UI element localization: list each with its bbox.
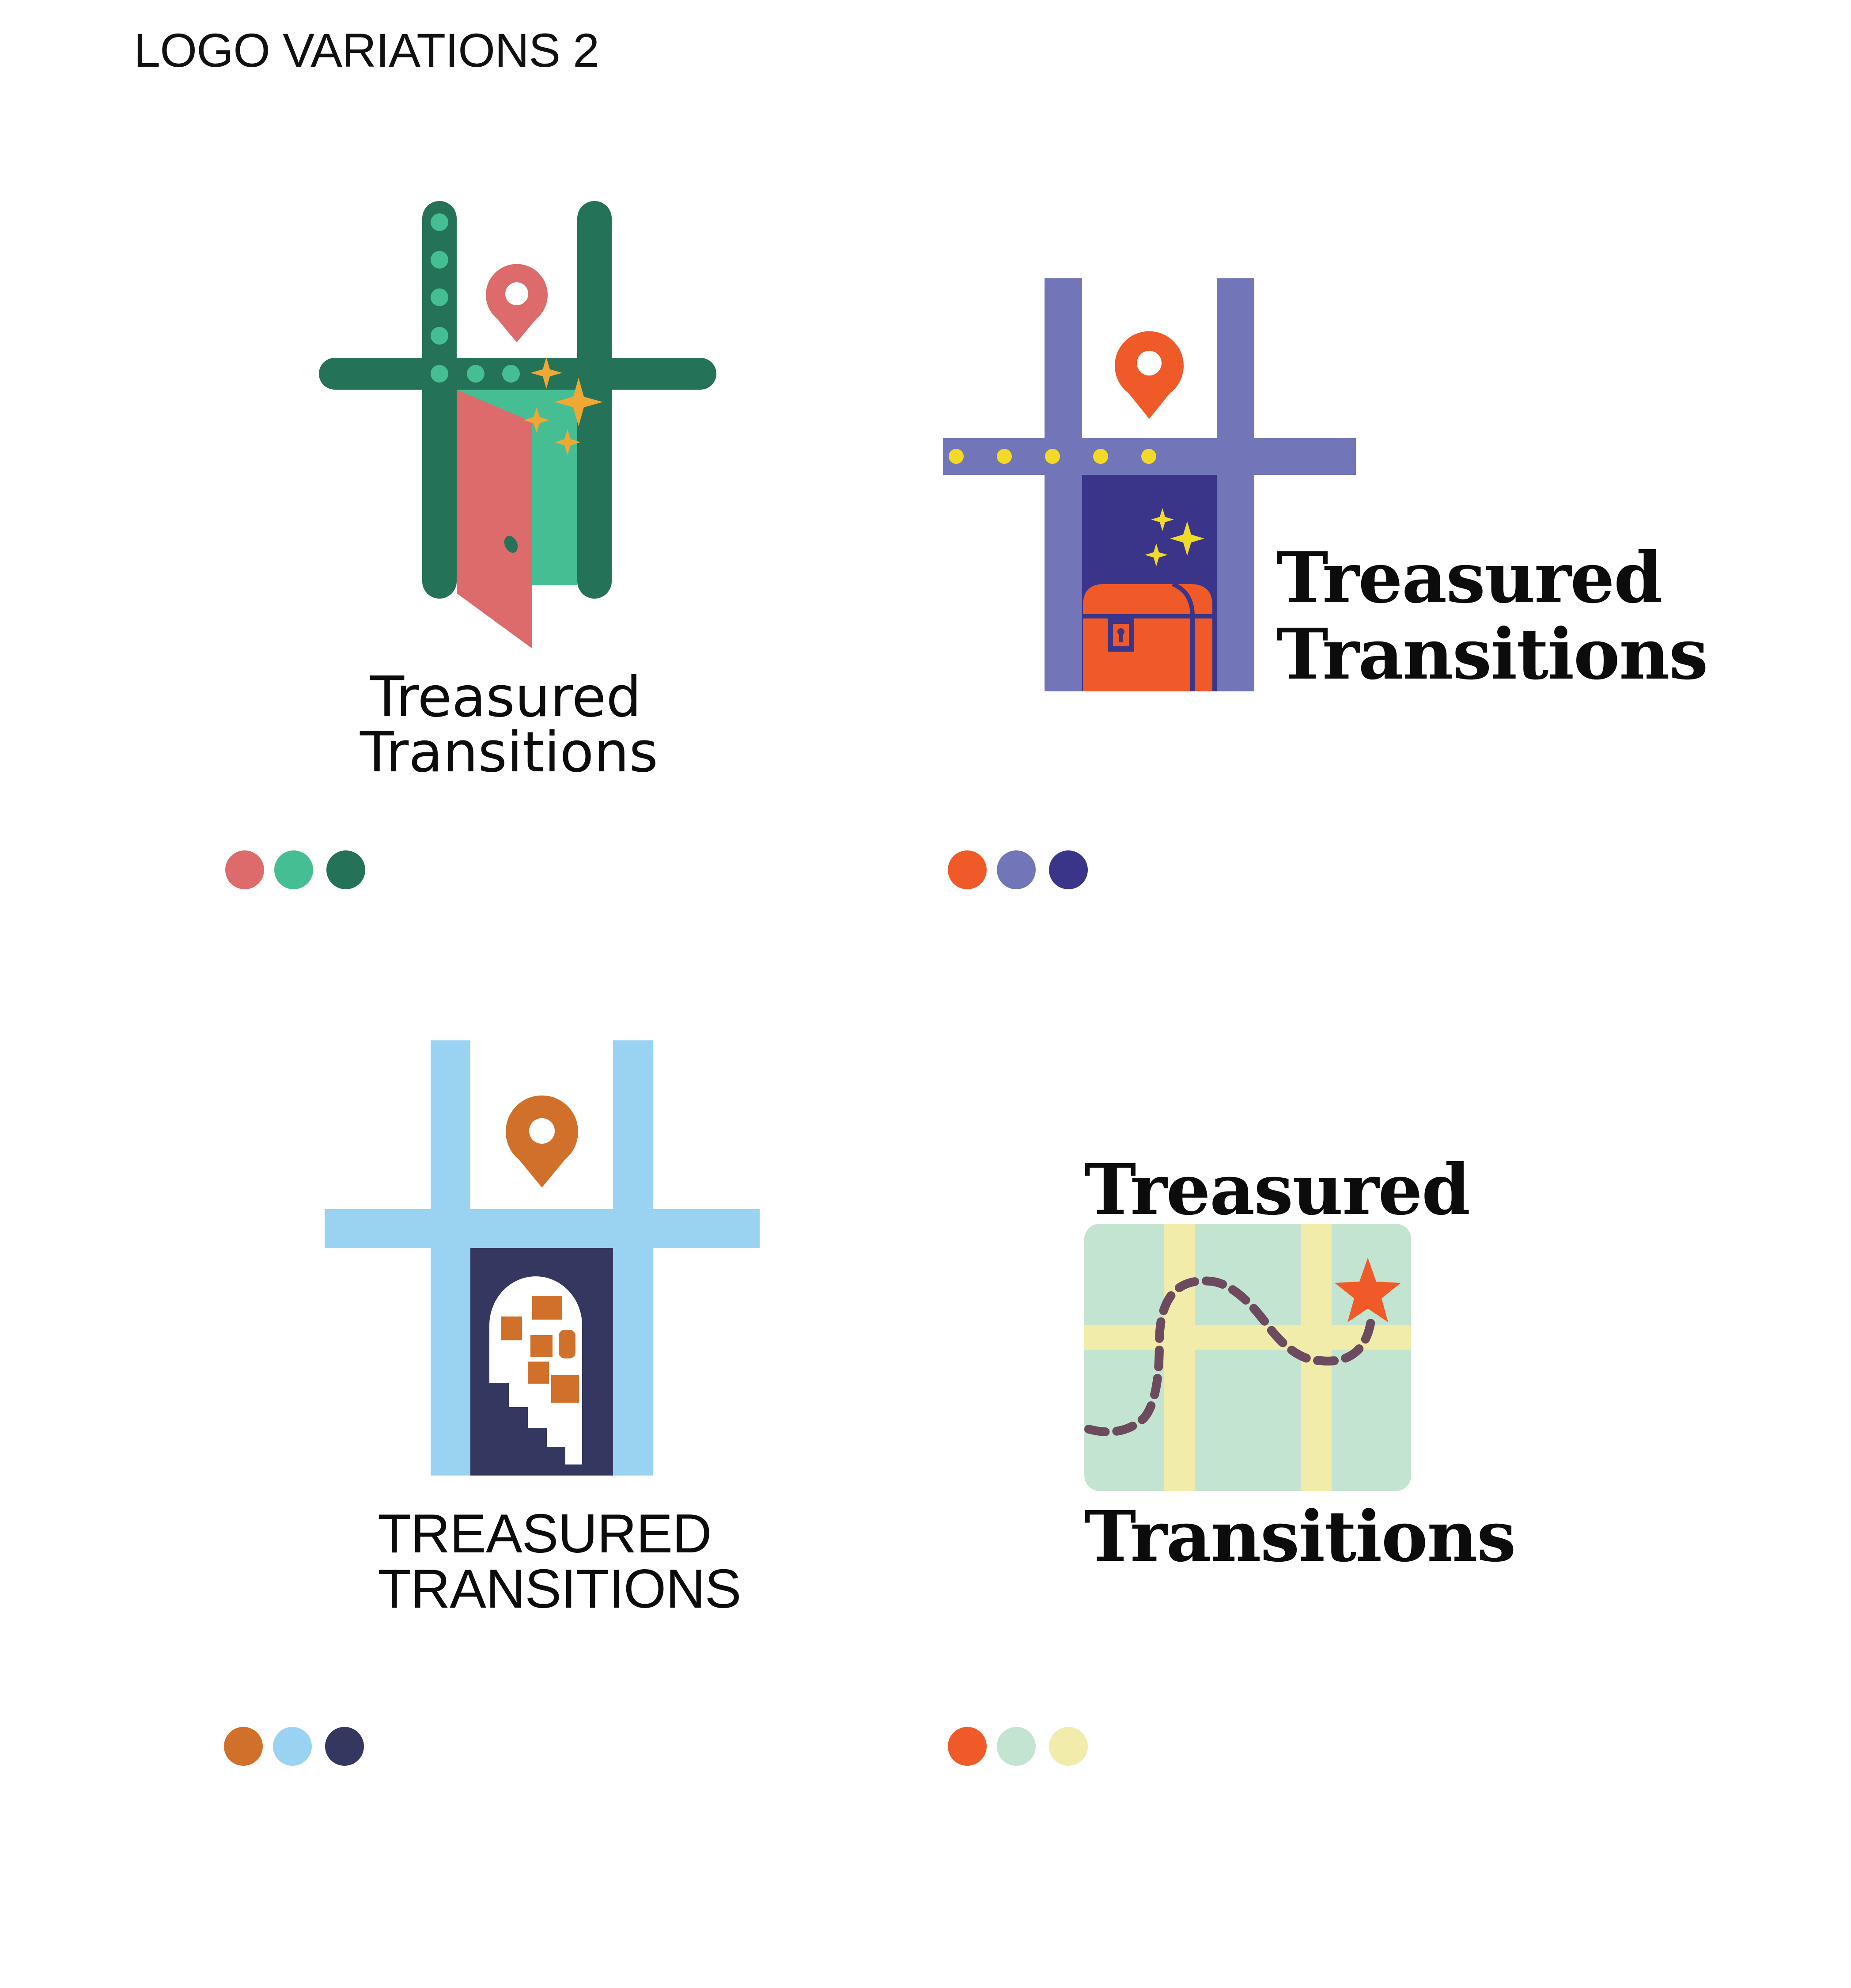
wordmark-line-2: TRANSITIONS — [378, 1559, 742, 1620]
map-pin-icon — [1115, 331, 1184, 419]
color-swatch — [273, 1727, 312, 1766]
wordmark-line-1: Treasured — [370, 664, 642, 729]
color-swatch — [1049, 850, 1088, 889]
color-swatch — [948, 850, 987, 889]
color-swatch — [326, 850, 365, 889]
color-swatch — [225, 850, 264, 889]
wordmark-line-1: Treasured — [1084, 1149, 1470, 1231]
page-title: LOGO VARIATIONS 2 — [134, 23, 599, 77]
street-grid-icon — [325, 1040, 760, 1476]
color-swatch — [224, 1727, 263, 1766]
color-swatch — [997, 1727, 1036, 1766]
treasure-chest-icon — [1083, 582, 1212, 691]
door-icon — [457, 390, 532, 649]
street-lights-icon — [949, 449, 1156, 464]
staircase-icon — [489, 1276, 582, 1464]
color-swatch — [948, 1727, 987, 1766]
sparkle-icon — [1145, 508, 1204, 566]
star-icon — [1335, 1258, 1401, 1322]
map-pin-icon — [486, 264, 548, 342]
treasure-map-icon — [1084, 1224, 1411, 1491]
wordmark-line-2: Transitions — [360, 720, 658, 785]
wordmark-line-2: Transitions — [1276, 614, 1708, 695]
wordmark-line-2: Transitions — [1084, 1496, 1516, 1578]
color-swatch — [1049, 1727, 1088, 1766]
color-swatch — [997, 850, 1036, 889]
wordmark-line-1: TREASURED — [378, 1503, 712, 1564]
map-pin-icon — [506, 1095, 578, 1187]
street-lights-icon — [431, 213, 520, 383]
wordmark-line-1: Treasured — [1276, 537, 1662, 619]
sparkle-icon — [524, 357, 603, 455]
color-swatch — [274, 850, 313, 889]
color-swatch — [325, 1727, 364, 1766]
